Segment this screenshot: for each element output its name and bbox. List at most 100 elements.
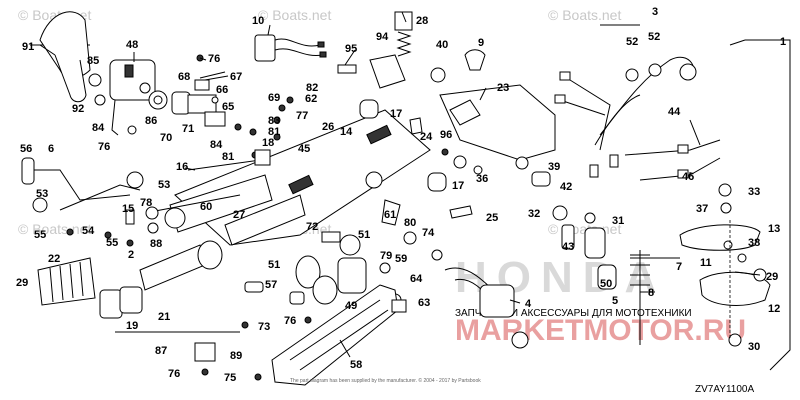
part-tiller-bracket [439, 84, 556, 170]
shop-watermark-name: MARKETMOTOR.RU [455, 314, 746, 347]
callout-92: 92 [72, 103, 84, 115]
part-right-lever-group [630, 183, 771, 347]
callout-17b: 17 [452, 180, 464, 192]
callout-17a: 17 [390, 108, 402, 120]
callout-51b: 51 [358, 229, 370, 241]
part-rod [149, 194, 241, 213]
callout-58: 58 [350, 359, 362, 371]
callout-86: 86 [145, 115, 157, 127]
callout-76a: 76 [208, 53, 220, 65]
callout-21: 21 [158, 311, 170, 323]
callout-46: 46 [682, 171, 694, 183]
callout-74: 74 [422, 227, 435, 239]
callout-63: 63 [418, 297, 430, 309]
callout-84a: 84 [92, 122, 105, 134]
callout-51a: 51 [268, 259, 280, 271]
callout-19: 19 [126, 320, 138, 332]
callout-57: 57 [265, 279, 277, 291]
callout-44: 44 [668, 106, 681, 118]
callout-75: 75 [224, 372, 236, 384]
shop-watermark-subtitle: ЗАПЧАСТИ И АКСЕССУАРЫ ДЛЯ МОТОТЕХНИКИ [455, 308, 692, 319]
callout-83: 83 [268, 115, 280, 127]
callout-67: 67 [230, 71, 242, 83]
watermark-mid-left: © Boats.net [18, 221, 91, 237]
callout-60: 60 [200, 201, 212, 213]
callout-50: 50 [600, 278, 612, 290]
callout-76b: 76 [98, 141, 110, 153]
callout-72: 72 [306, 221, 318, 233]
callout-31: 31 [612, 215, 624, 227]
callout-81b: 81 [222, 151, 234, 163]
callout-87: 87 [155, 345, 167, 357]
part-small-brackets [194, 299, 407, 381]
part-ignition-switch [444, 267, 529, 349]
callout-62: 62 [305, 93, 317, 105]
callout-55b: 55 [106, 237, 118, 249]
watermark-top-right: © Boats.net [548, 7, 621, 23]
callout-42: 42 [560, 181, 572, 193]
callout-52b: 52 [648, 31, 660, 43]
callout-9: 9 [478, 37, 484, 49]
part-right-small-parts [359, 99, 617, 290]
diagram-code: ZV7AY1100A [695, 384, 754, 395]
callout-2: 2 [128, 249, 134, 261]
callout-95: 95 [345, 43, 357, 55]
callout-16: 16 [176, 161, 188, 173]
callout-22: 22 [48, 253, 60, 265]
callout-80: 80 [404, 217, 416, 229]
part-shaft [164, 174, 273, 233]
callout-40: 40 [436, 39, 448, 51]
callout-53b: 53 [158, 179, 170, 191]
callout-29a: 29 [16, 277, 28, 289]
part-grip-assembly [37, 240, 223, 319]
callout-23: 23 [497, 82, 509, 94]
part-bracket-group [337, 11, 446, 89]
callout-30: 30 [748, 341, 760, 353]
part-tiller-cover [39, 11, 91, 103]
callout-6: 6 [48, 143, 54, 155]
callout-73: 73 [258, 321, 270, 333]
callout-55a: 55 [34, 229, 46, 241]
callout-5: 5 [612, 295, 618, 307]
callout-33: 33 [748, 186, 760, 198]
leader-lines [39, 11, 761, 358]
callout-56: 56 [20, 143, 32, 155]
callout-24: 24 [420, 131, 433, 143]
callout-27: 27 [233, 209, 245, 221]
callout-32: 32 [528, 208, 540, 220]
part-friction-block [109, 59, 156, 136]
callout-4: 4 [525, 298, 532, 310]
callout-1: 1 [780, 36, 786, 48]
callout-43: 43 [562, 241, 574, 253]
part-lower-linkage [21, 157, 159, 247]
part-harness-connector [254, 34, 327, 62]
callout-76c: 76 [284, 315, 296, 327]
callout-85: 85 [87, 55, 99, 67]
callout-78: 78 [140, 197, 152, 209]
part-tray [271, 284, 399, 386]
callout-14: 14 [340, 126, 353, 138]
callout-29b: 29 [766, 271, 778, 283]
callout-54: 54 [82, 225, 95, 237]
callout-8: 8 [648, 287, 654, 299]
callout-89: 89 [230, 350, 242, 362]
callout-64: 64 [410, 273, 423, 285]
callout-11: 11 [700, 257, 712, 269]
callout-94: 94 [376, 31, 389, 43]
callout-39: 39 [548, 161, 560, 173]
callout-79: 79 [380, 250, 392, 262]
callout-82: 82 [306, 82, 318, 94]
part-wire-harness [554, 57, 697, 178]
part-linkage [187, 149, 271, 171]
callout-13: 13 [768, 223, 780, 235]
part-clip [464, 49, 486, 71]
callout-37: 37 [696, 203, 708, 215]
callout-18: 18 [262, 137, 274, 149]
callout-numbers: 1 2 3 4 5 6 7 8 9 10 11 12 13 14 15 16 1… [16, 6, 786, 384]
callout-52a: 52 [626, 36, 638, 48]
callout-38: 38 [748, 237, 760, 249]
callout-3: 3 [652, 6, 658, 18]
callout-91: 91 [22, 41, 34, 53]
callout-25: 25 [486, 212, 498, 224]
